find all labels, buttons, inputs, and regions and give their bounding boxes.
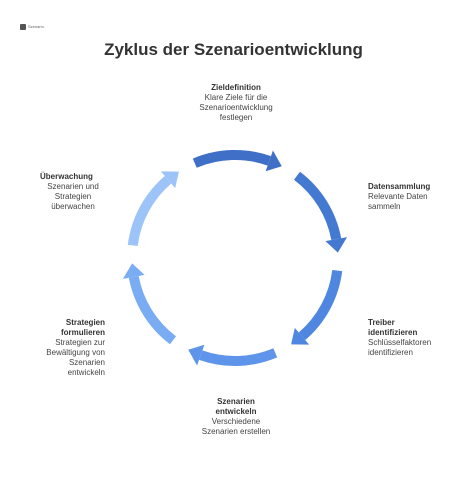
step-heading: Szenarien entwickeln [215, 397, 257, 416]
step-heading: Zieldefinition [211, 83, 261, 92]
step-description: Klare Ziele für die Szenarioentwicklung … [199, 93, 273, 122]
arrowhead-datensammlung [325, 237, 348, 253]
step-description: Szenarien und Strategien überwachen [47, 182, 99, 211]
step-datensammlung: Datensammlung Relevante Daten sammeln [368, 182, 458, 212]
arrowhead-zieldefinition [265, 150, 282, 172]
step-strategien-formulieren: Strategien formulieren Strategien zur Be… [20, 318, 105, 378]
arrow-szenarien-entwickeln [199, 348, 278, 366]
arrow-ueberwachung [127, 175, 172, 247]
arrow-zieldefinition [192, 150, 271, 168]
logo-text: Szenario [28, 24, 44, 29]
step-heading: Treiber identifizieren [368, 318, 418, 337]
step-description: Strategien zur Bewältigung von Szenarien… [46, 338, 105, 377]
step-heading: Strategien formulieren [60, 318, 105, 337]
step-zieldefinition: Zieldefinition Klare Ziele für die Szena… [180, 83, 292, 123]
arrowhead-szenarien-entwickeln [188, 344, 205, 366]
step-description: Verschiedene Szenarien erstellen [201, 417, 271, 436]
step-treiber-identifizieren: Treiber identifizieren Schlüsselfaktoren… [368, 318, 458, 358]
arrow-strategien-formulieren [128, 275, 177, 345]
page-title: Zyklus der Szenarioentwicklung [104, 40, 363, 59]
arrowhead-strategien-formulieren [122, 263, 145, 279]
arrowhead-ueberwachung [160, 171, 179, 189]
step-description: Schlüsselfaktoren identifizieren [368, 338, 432, 357]
arrow-treiber-identifizieren [298, 269, 343, 341]
step-szenarien-entwickeln: Szenarien entwickeln Verschiedene Szenar… [180, 397, 292, 437]
logo: Szenario [20, 23, 44, 30]
step-heading: Überwachung [40, 172, 93, 181]
step-description: Relevante Daten sammeln [368, 192, 428, 211]
arrow-datensammlung [293, 171, 342, 241]
arrowhead-treiber-identifizieren [291, 327, 310, 345]
step-heading: Datensammlung [368, 182, 431, 191]
step-ueberwachung: Überwachung Szenarien und Strategien übe… [40, 172, 120, 212]
logo-icon [20, 23, 26, 30]
